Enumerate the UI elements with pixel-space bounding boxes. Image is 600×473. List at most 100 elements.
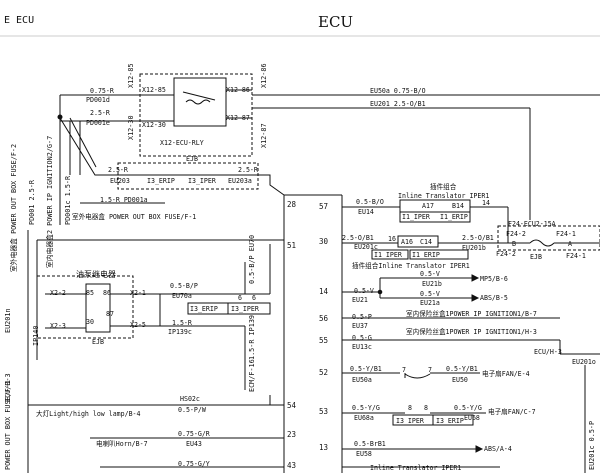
wire-eu203a: EU203a xyxy=(228,177,252,185)
wire-eu13c: EU13c xyxy=(352,343,372,351)
ip-ignition-b7: 室内保险丝盒1POWER IP IGNITION1/B-7 xyxy=(406,310,537,318)
pump-relay-num-86: 86 xyxy=(103,289,111,297)
ecu-pin-56: 56 xyxy=(319,314,329,323)
num-8b: 8 xyxy=(424,404,428,412)
ecu-pin-57: 57 xyxy=(319,202,329,211)
ecu-pin-52: 52 xyxy=(319,368,329,377)
wire-eu21-color: 0.5-V xyxy=(354,287,374,295)
wire-eu201b: EU201b xyxy=(462,244,486,252)
fuse-f24-1-label: F24-1 xyxy=(556,230,576,238)
wire-eu201c-color: 2.5-O/B1 xyxy=(342,234,374,242)
wire-ip139c-color: 1.5-R xyxy=(172,319,192,327)
relay-box xyxy=(139,73,253,157)
ecu-h3-label: ECU/H-3 xyxy=(534,348,562,356)
wire-eu70-vertical: 0.5-B/P EU70 xyxy=(248,234,256,284)
header-left: E ECU xyxy=(4,15,35,26)
wire-ip139c: IP139c xyxy=(168,328,192,336)
wire-eu50a-2: EU50a xyxy=(352,376,372,384)
num-7b: 7 xyxy=(428,366,432,374)
connector-i1-iper: I1_IPER xyxy=(402,213,430,221)
abs-b5-label: ABS/B-5 xyxy=(480,294,508,302)
relay-pin-30-vertical: X12-30 xyxy=(127,115,135,140)
wire-eu201n: EU201n xyxy=(4,308,12,333)
connector-a17: A17 xyxy=(422,202,434,210)
wire-eu58: EU58 xyxy=(356,450,372,458)
connector-b14: B14 xyxy=(452,202,464,210)
fuse-pin-b: B xyxy=(512,240,516,248)
bottom-translator: Inline Translator IPER1 xyxy=(370,464,462,472)
wire-color-1: 0.75-R xyxy=(90,87,114,95)
outer-fuse-f2: 室外电器盒 POWER OUT BOX FUSE/F-2 xyxy=(10,143,18,272)
wire-eu14-color: 0.5-B/O xyxy=(356,198,384,206)
translator-title: 插件组合 xyxy=(430,183,457,191)
translator-subtitle: Inline Translator IPER1 xyxy=(398,192,490,200)
pump-relay-num-87: 87 xyxy=(106,310,114,318)
right-vertical-eu201c: EU201c 0.5-P xyxy=(588,420,596,470)
inner-fuse-g7: 室内电器盒2 POWER IP IGNITION2/G-7 xyxy=(46,135,54,268)
ecm-f16-label: ECM/F-16 xyxy=(248,359,256,392)
pump-relay-pin-x2-5: X2-5 xyxy=(130,321,146,329)
wire-eu201c: EU201c xyxy=(354,243,378,251)
connector-c14: C14 xyxy=(420,238,432,246)
abs-a4-label: ABS/A-4 xyxy=(484,445,512,453)
connector-i3-erip-mid: I3_ERIP xyxy=(190,305,218,313)
wire-eu203: EU203 xyxy=(110,177,130,185)
ejb-wire-color-1: 2.5-R xyxy=(108,166,128,174)
pump-relay-ejb: EJB xyxy=(92,338,104,346)
ecu-pin-55: 55 xyxy=(319,336,329,345)
wire-eu68a: EU68a xyxy=(354,414,374,422)
fuse-f24-2-b: F24-2 xyxy=(496,250,516,258)
pump-relay-pin-x2-3: X2-3 xyxy=(50,322,66,330)
fuse-f24-title: F24-ECU2-15A xyxy=(508,220,556,228)
connector-i1-iper-2: I1_IPER xyxy=(374,251,402,259)
wire-eu201b-color: 2.5-O/B1 xyxy=(462,234,494,242)
ecu-pin-30: 30 xyxy=(319,237,329,246)
wire-eu50-color: 0.5-Y/B1 xyxy=(446,365,478,373)
relay-pin-85-vertical: X12-85 xyxy=(127,63,135,88)
lower-translator: 插件组合Inline Translator IPER1 xyxy=(352,262,470,270)
relay-pin-85: X12-85 xyxy=(142,86,166,94)
wire-eu21: EU21 xyxy=(352,296,368,304)
pump-relay-num-30: 30 xyxy=(86,318,94,326)
last-wire-color: 0.75-G/Y xyxy=(178,460,210,468)
wire-eu68-color: 0.5-Y/G xyxy=(454,404,482,412)
relay-name: X12-ECU-RLY xyxy=(160,139,204,147)
fan-e4-label: 电子扇FAN/E-4 xyxy=(482,370,530,378)
num-6b: 6 xyxy=(252,294,256,302)
wire-pd001a: 1.5-R PD001a xyxy=(100,196,148,204)
outer-fuse-f1: 室外电器盒 POWER OUT BOX FUSE/F-1 xyxy=(72,213,197,221)
headlamp-wire-color: 0.5-P/W xyxy=(178,406,206,414)
wire-eu58-color: 0.5-BrB1 xyxy=(354,440,386,448)
ecu-pin-13: 13 xyxy=(319,443,329,452)
ecu-pin-14: 14 xyxy=(319,287,329,296)
wire-id-1: PD001d xyxy=(86,96,110,104)
wire-eu201: EU201 2.5-O/B1 xyxy=(370,100,426,108)
fan-c7-label: 电子扇FAN/C-7 xyxy=(488,408,536,416)
relay-pin-86: X12-86 xyxy=(226,86,250,94)
pump-relay-title: 油泵继电器 xyxy=(76,270,116,279)
num-14: 14 xyxy=(482,199,490,207)
page-title: ECU xyxy=(318,13,354,31)
wire-eu21b-color: 0.5-V xyxy=(420,270,440,278)
connector-i1-erip: I1_ERIP xyxy=(440,213,468,221)
fuse-ejb: EJB xyxy=(530,253,542,261)
connector-i3-erip-right: I3_ERIP xyxy=(436,417,464,425)
horn-wire-color: 0.75-G/R xyxy=(178,430,210,438)
num-8a: 8 xyxy=(408,404,412,412)
num-7a: 7 xyxy=(402,366,406,374)
wire-eu50a: EU50a 0.75-B/O xyxy=(370,87,426,95)
connector-a16: A16 xyxy=(401,238,413,246)
relay-pin-30: X12-30 xyxy=(142,121,166,129)
wire-eu21a-color: 0.5-V xyxy=(420,290,440,298)
headlamp-label: 大灯Light/high low lamp/B-4 xyxy=(36,410,141,418)
wire-eu21a: EU21a xyxy=(420,299,440,307)
connector-i3-iper-mid: I3_IPER xyxy=(231,305,259,313)
wire-eu68: EU68 xyxy=(464,414,480,422)
ecu-pin-28: 28 xyxy=(287,200,297,209)
ejb-wire-color-2: 2.5-R xyxy=(238,166,258,174)
wire-eu201o: EU201o xyxy=(572,358,596,366)
wire-color-2: 2.5-R xyxy=(90,109,110,117)
horn-label: 电喇叭Horn/B-7 xyxy=(96,440,148,448)
